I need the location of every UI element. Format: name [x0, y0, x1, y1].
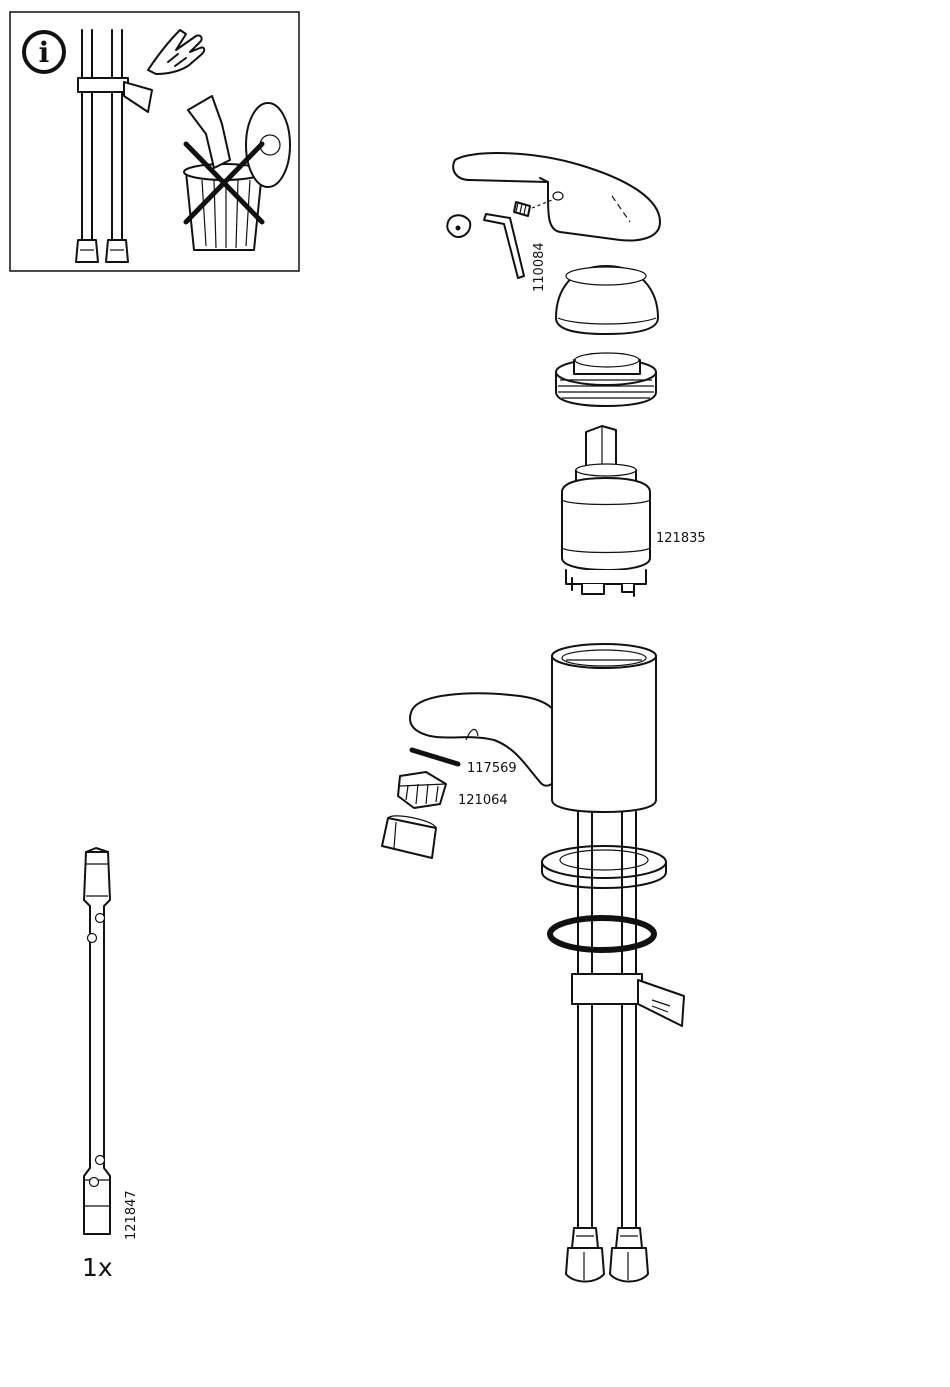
info-icon: i [24, 32, 64, 72]
dome-cover [556, 266, 658, 334]
faucet-body [410, 644, 656, 812]
cartridge [562, 426, 650, 596]
mixer-lever-handle [453, 153, 660, 240]
part-number-tube-wrench: 121847 [124, 1190, 139, 1240]
wrench-quantity: 1x [82, 1253, 113, 1282]
aerator-housing [382, 816, 436, 858]
o-ring [550, 918, 654, 950]
info-symbol: i [39, 36, 50, 69]
info-panel: i [10, 12, 299, 271]
part-number-cartridge: 121835 [656, 531, 706, 546]
threaded-nut [556, 353, 656, 406]
seal-ring [412, 750, 458, 764]
part-number-aerator-insert: 121064 [458, 793, 508, 808]
hex-key [484, 214, 524, 278]
aerator-insert [398, 772, 446, 808]
part-number-hex-key: 110084 [532, 242, 547, 292]
base-flange [542, 846, 666, 888]
part-number-seal-ring: 117569 [467, 761, 517, 776]
tube-wrench [84, 848, 110, 1234]
cover-cap [447, 215, 470, 237]
set-screw [514, 200, 552, 216]
